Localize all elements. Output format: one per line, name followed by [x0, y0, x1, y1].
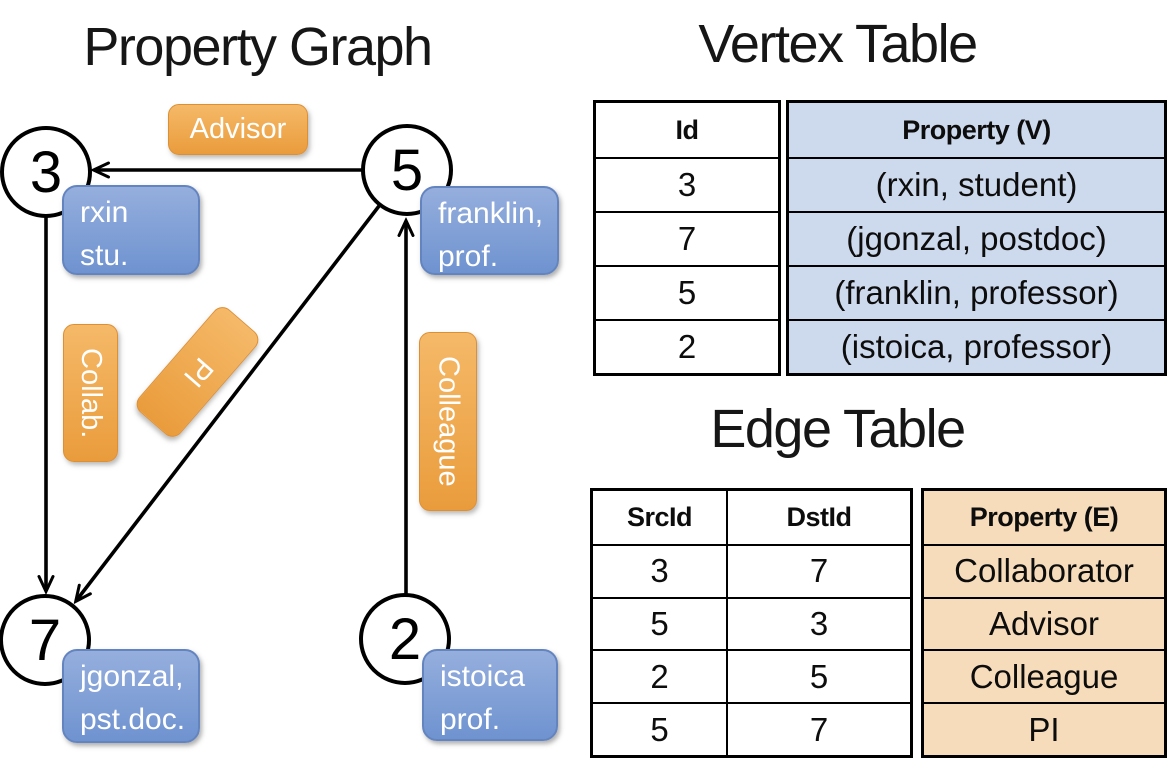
vertex-table-id-cell: 3 — [596, 157, 778, 211]
edge-label-pi: PI — [132, 302, 263, 442]
edge-table-dstid-cell: 7 — [728, 702, 910, 755]
edge-table-property-column: Property (E) Collaborator Advisor Collea… — [921, 488, 1167, 758]
vertex-table-id-header: Id — [675, 114, 700, 145]
edge-table-srcid-cell: 5 — [593, 702, 728, 755]
vertex-table-property-column: Property (V) (rxin, student) (jgonzal, p… — [786, 100, 1167, 376]
edge-table-dstid-cell: 3 — [728, 596, 910, 650]
edge-table-srcid-cell: 5 — [593, 596, 728, 650]
edge-label-colleague: Colleague — [419, 332, 477, 511]
node-property-line: prof. — [440, 702, 501, 736]
vertex-table-id-cell: 7 — [596, 211, 778, 265]
vertex-table-property-cell: (franklin, professor) — [789, 265, 1164, 319]
node-property-line: franklin, — [438, 197, 544, 230]
node-property-line: rxin — [80, 196, 129, 229]
node-property-line: prof. — [438, 239, 499, 273]
edge-table-property-header: Property (E) — [969, 501, 1119, 532]
vertex-table-id-cell: 2 — [596, 319, 778, 373]
node-properties-box-5: franklin, prof. — [420, 186, 559, 275]
edge-table-srcid-header: SrcId — [593, 491, 728, 544]
edge-table-property-cell: Colleague — [924, 649, 1164, 702]
edge-label-text: PI — [176, 351, 219, 394]
vertex-table-property-cell: (rxin, student) — [789, 157, 1164, 211]
edge-label-text: Collab. — [75, 347, 107, 439]
node-properties-box-3: rxin stu. — [62, 185, 200, 275]
node-properties-box-7: jgonzal, pst.doc. — [62, 649, 200, 743]
edge-table-property-cell: Collaborator — [924, 543, 1164, 597]
edge-table-dstid-cell: 7 — [728, 543, 910, 597]
edge-table-dstid-header: DstId — [786, 501, 853, 532]
edge-table-srcid-cell: 3 — [593, 543, 728, 597]
node-id-label: 7 — [28, 607, 62, 673]
edge-table-property-cell: PI — [924, 702, 1164, 755]
edge-table-id-columns: SrcId DstId 3 7 5 3 2 5 5 7 — [590, 488, 913, 758]
edge-label-text: Advisor — [189, 113, 287, 145]
node-id-label: 3 — [29, 139, 63, 205]
edge-label-text: Colleague — [432, 356, 465, 487]
node-properties-box-2: istoica prof. — [422, 649, 558, 741]
graph-node-3: 3 — [0, 126, 92, 218]
edge-label-advisor: Advisor — [168, 104, 308, 155]
vertex-table-property-cell: (jgonzal, postdoc) — [789, 211, 1164, 265]
node-property-line: istoica — [440, 660, 526, 693]
edge-table-srcid-cell: 2 — [593, 649, 728, 703]
node-id-label: 2 — [388, 606, 422, 672]
property-graph-title: Property Graph — [83, 17, 433, 77]
node-id-label: 5 — [390, 137, 424, 203]
node-property-line: pst.doc. — [80, 702, 186, 736]
edge-table-dstid-cell: 5 — [728, 649, 910, 702]
vertex-table-property-cell: (istoica, professor) — [789, 319, 1164, 373]
vertex-table-id-cell: 5 — [596, 265, 778, 319]
vertex-table-id-column: Id 3 7 5 2 — [593, 100, 781, 376]
edge-label-collab: Collab. — [63, 324, 118, 462]
node-property-line: jgonzal, — [80, 660, 184, 693]
edge-table-title: Edge Table — [710, 399, 966, 459]
edge-table-property-cell: Advisor — [924, 596, 1164, 650]
vertex-table-title: Vertex Table — [698, 14, 978, 74]
node-property-line: stu. — [80, 238, 129, 272]
vertex-table-property-header: Property (V) — [902, 114, 1051, 145]
